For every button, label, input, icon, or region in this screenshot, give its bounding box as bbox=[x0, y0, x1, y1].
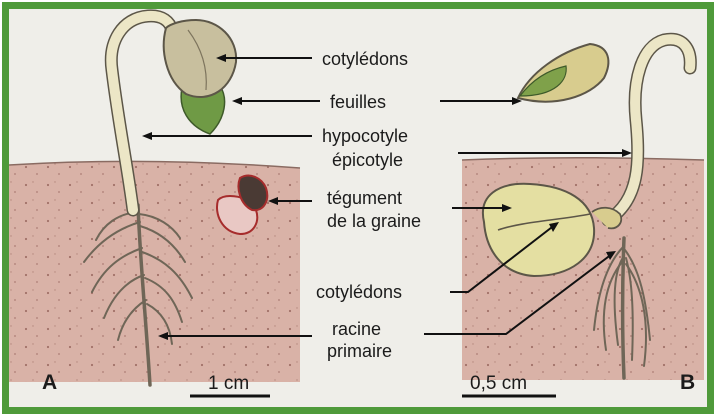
label-hypocotyle: hypocotyle bbox=[322, 126, 408, 146]
scale-label-right: 0,5 cm bbox=[470, 373, 527, 394]
label-cotyledons-top: cotylédons bbox=[322, 49, 408, 69]
label-feuilles: feuilles bbox=[330, 92, 386, 112]
scale-label-left: 1 cm bbox=[208, 373, 249, 394]
label-primaire: primaire bbox=[327, 341, 392, 361]
label-de-la-graine: de la graine bbox=[327, 211, 421, 231]
label-epicotyle: épicotyle bbox=[332, 150, 403, 170]
panel-letter-b: B bbox=[680, 371, 695, 394]
label-tegument: tégument bbox=[327, 188, 402, 208]
label-racine: racine bbox=[332, 319, 381, 339]
panel-letter-a: A bbox=[42, 371, 57, 394]
label-cotyledons-mid: cotylédons bbox=[316, 282, 402, 302]
